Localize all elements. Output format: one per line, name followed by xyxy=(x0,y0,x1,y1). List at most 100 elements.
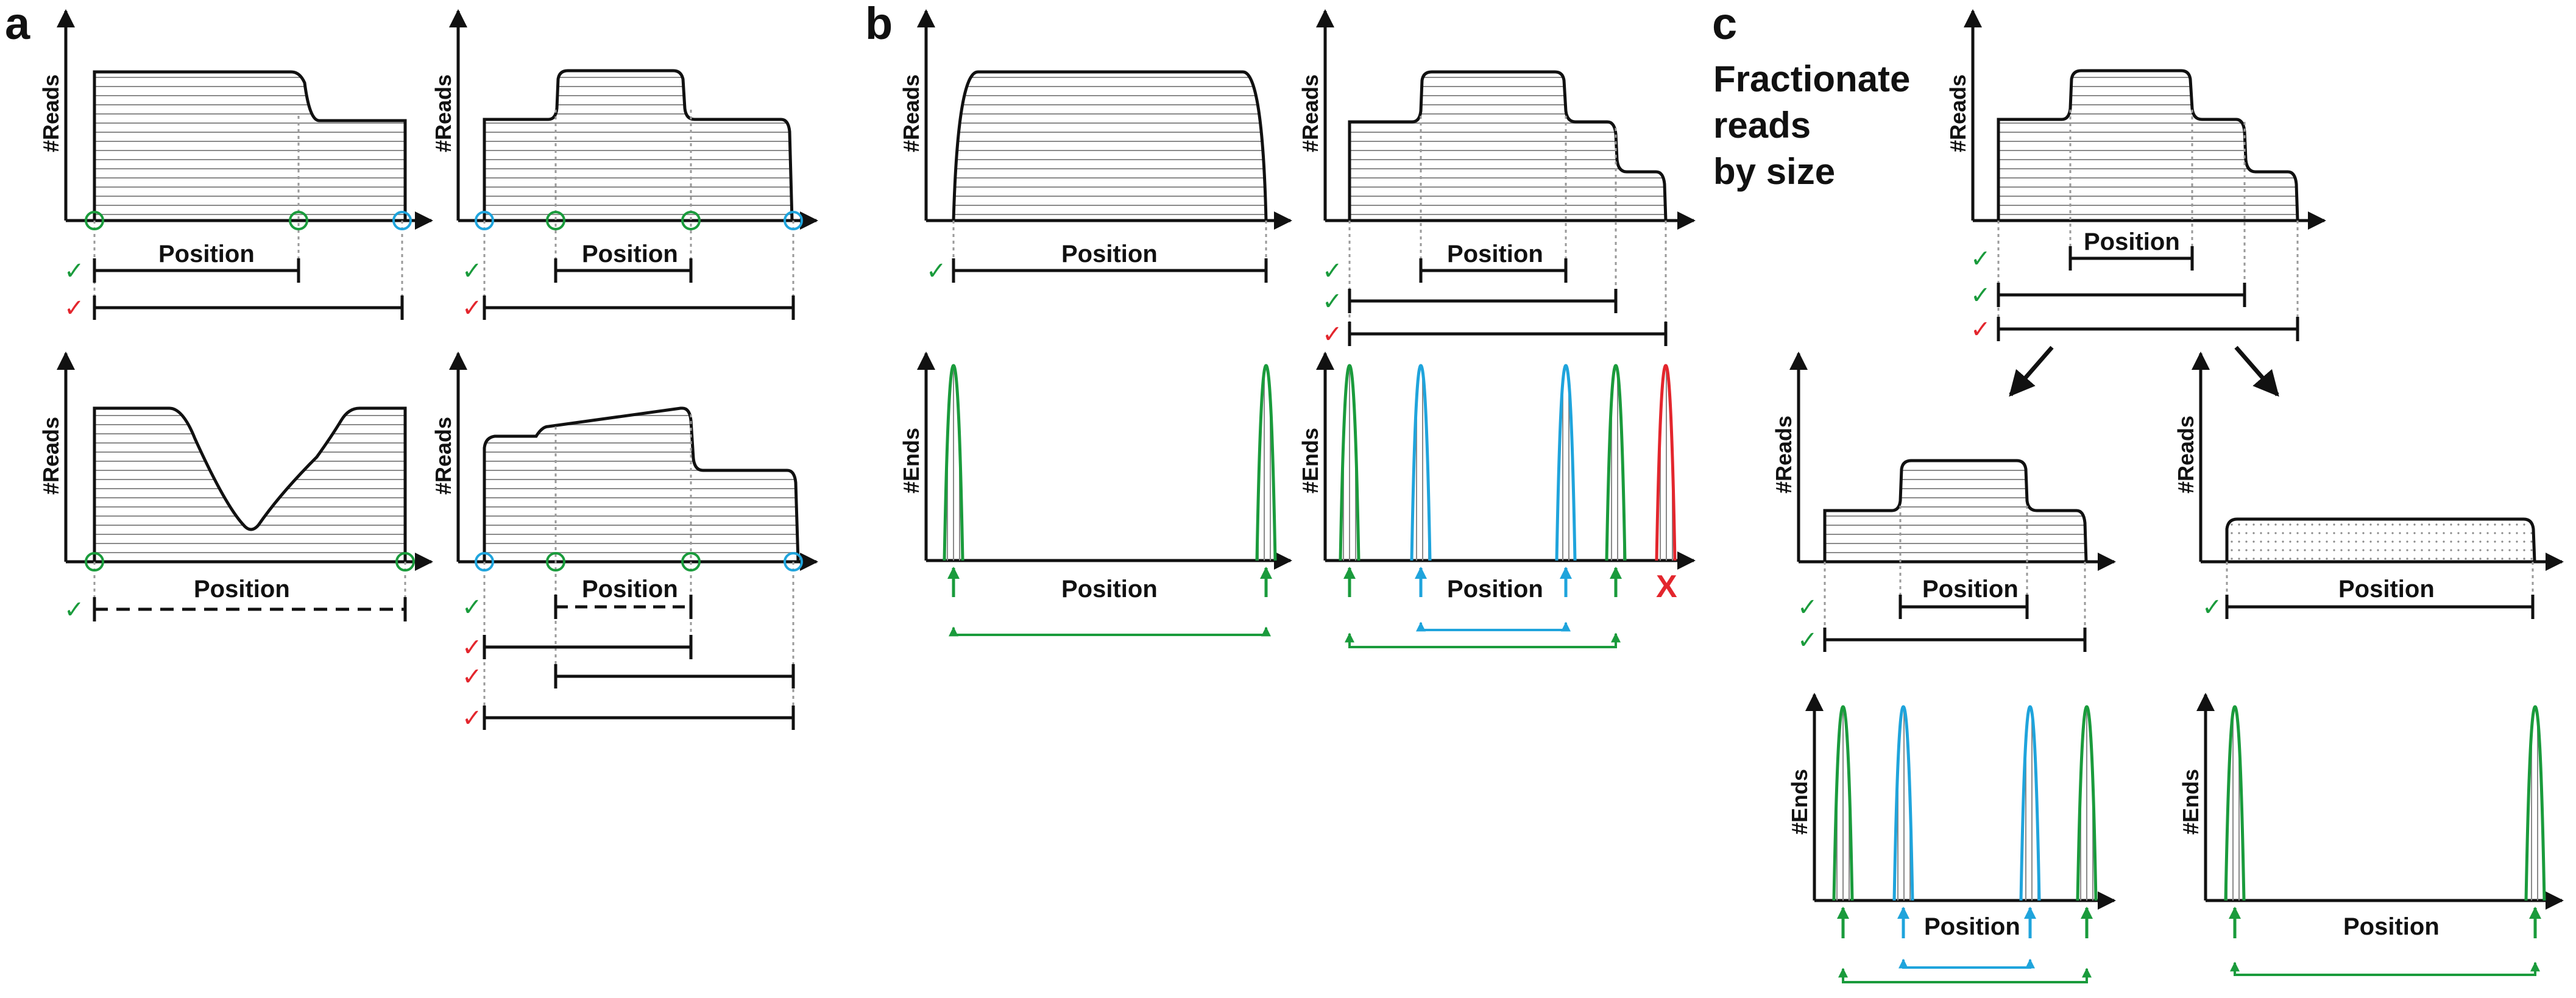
panel-label-a: a xyxy=(5,0,30,49)
subplot-a-top-left: #Reads Position ✓ ✓ xyxy=(38,9,433,322)
check-mark-green: ✓ xyxy=(64,596,85,623)
fractionate-line-2: reads xyxy=(1713,105,1811,146)
split-arrow-left xyxy=(2009,345,2054,397)
y-axis-label: #Reads xyxy=(2173,416,2198,494)
y-axis-label: #Reads xyxy=(38,417,63,495)
fragment-bar xyxy=(483,706,795,730)
subplot-c-bottom-left: #Ends Position xyxy=(1787,693,2116,983)
end-marker-green xyxy=(681,211,701,230)
pair-connector-green xyxy=(949,626,1271,637)
end-peak-green xyxy=(1605,364,1627,561)
x-axis-label: Position xyxy=(1924,913,2020,940)
fragment-bar xyxy=(1419,258,1568,283)
fragment-bar-dashed xyxy=(93,597,407,621)
x-axis-label: Position xyxy=(1447,241,1543,267)
check-mark-green: ✓ xyxy=(926,258,947,285)
check-mark-green: ✓ xyxy=(1970,246,1991,272)
check-mark-green: ✓ xyxy=(2202,594,2223,621)
subplot-a-top-right: #Reads Position ✓ ✓ xyxy=(431,9,818,322)
y-axis-label: #Reads xyxy=(431,417,456,495)
check-mark-red: ✓ xyxy=(462,634,483,661)
x-axis-label: Position xyxy=(1922,576,2019,603)
subplot-a-bottom-left: #Reads Position ✓ xyxy=(38,352,433,623)
end-marker-blue xyxy=(784,552,803,572)
end-marker-green xyxy=(681,552,701,572)
end-marker-green xyxy=(546,552,565,572)
subplot-c-top: #Reads Position ✓ ✓ ✓ xyxy=(1945,9,2326,343)
fragment-bar xyxy=(2068,246,2194,271)
y-axis-label: #Ends xyxy=(899,428,924,494)
end-marker-green xyxy=(85,211,104,230)
y-axis-label: #Ends xyxy=(2178,769,2203,835)
split-arrow-right xyxy=(2234,345,2279,397)
check-mark-red: ✓ xyxy=(462,295,483,322)
fragment-bar xyxy=(1348,322,1668,346)
end-marker-blue xyxy=(475,552,494,572)
end-marker-blue xyxy=(784,211,803,230)
check-mark-red: ✓ xyxy=(64,295,85,322)
end-marker-blue xyxy=(475,211,494,230)
fragment-bar xyxy=(1997,317,2299,341)
pair-connector-blue xyxy=(1416,621,1571,632)
y-axis-label: #Ends xyxy=(1787,769,1812,835)
fragment-bar xyxy=(93,296,404,320)
subplot-b-bottom-right: #Ends Position X xyxy=(1298,352,1696,648)
fractionate-line-1: Fractionate xyxy=(1713,58,1910,99)
check-mark-green: ✓ xyxy=(1322,258,1343,285)
fragment-bar xyxy=(554,664,795,688)
subplot-c-middle-left: #Reads Position ✓ ✓ xyxy=(1771,352,2116,654)
coverage-region xyxy=(483,406,800,562)
x-axis-label: Position xyxy=(2343,913,2440,940)
check-mark-red: ✓ xyxy=(462,664,483,690)
coverage-region xyxy=(2225,517,2536,562)
x-axis-label: Position xyxy=(194,576,290,603)
x-axis-label: Position xyxy=(1061,576,1158,603)
subplot-b-bottom-left: #Ends Position xyxy=(899,352,1292,637)
coverage-region xyxy=(93,70,407,221)
x-mark-red: X xyxy=(1656,569,1677,604)
fragment-bar xyxy=(1823,628,2087,652)
coverage-region xyxy=(1997,69,2299,221)
check-mark-red: ✓ xyxy=(1322,321,1343,348)
subplot-b-top-left: #Reads Position ✓ xyxy=(899,9,1292,285)
fragment-bar-dashed xyxy=(554,595,693,619)
subplot-c-middle-right: #Reads Position ✓ xyxy=(2173,352,2564,621)
coverage-region xyxy=(952,70,1268,221)
x-axis-label: Position xyxy=(1061,241,1158,267)
end-peak-blue xyxy=(1410,364,1432,561)
subplot-b-top-right: #Reads Position ✓ ✓ ✓ xyxy=(1298,9,1696,348)
check-mark-green: ✓ xyxy=(1970,282,1991,309)
y-axis-label: #Reads xyxy=(38,74,63,152)
check-mark-green: ✓ xyxy=(462,258,483,285)
x-axis-label: Position xyxy=(1447,576,1543,603)
end-marker-green xyxy=(546,211,565,230)
end-marker-blue xyxy=(392,211,412,230)
coverage-region xyxy=(1823,459,2088,562)
x-axis-label: Position xyxy=(2084,228,2180,255)
fragment-bar xyxy=(1898,595,2029,619)
check-mark-green: ✓ xyxy=(462,594,483,621)
y-axis-label: #Reads xyxy=(1945,74,1970,152)
fragment-bar xyxy=(483,635,693,659)
check-mark-green: ✓ xyxy=(64,258,85,285)
fragment-bar xyxy=(93,258,300,283)
coverage-region xyxy=(93,406,407,562)
end-marker-green xyxy=(289,211,308,230)
pair-connector-green xyxy=(1345,632,1621,648)
y-axis-label: #Ends xyxy=(1298,428,1323,494)
y-axis-label: #Reads xyxy=(431,74,456,152)
panel-label-c: c xyxy=(1712,0,1737,49)
fragment-bar xyxy=(554,258,693,283)
end-peak-green xyxy=(943,364,964,561)
end-peak-red xyxy=(1655,364,1677,561)
check-mark-red: ✓ xyxy=(462,705,483,732)
subplot-c-bottom-right: #Ends Position xyxy=(2178,693,2564,976)
check-mark-green: ✓ xyxy=(1322,288,1343,315)
x-axis-label: Position xyxy=(158,241,255,267)
fragment-bar xyxy=(1997,283,2246,307)
coverage-region xyxy=(1348,70,1668,221)
end-peak-green xyxy=(1255,364,1277,561)
fragment-bar xyxy=(1348,289,1618,313)
y-axis-label: #Reads xyxy=(1771,416,1796,494)
